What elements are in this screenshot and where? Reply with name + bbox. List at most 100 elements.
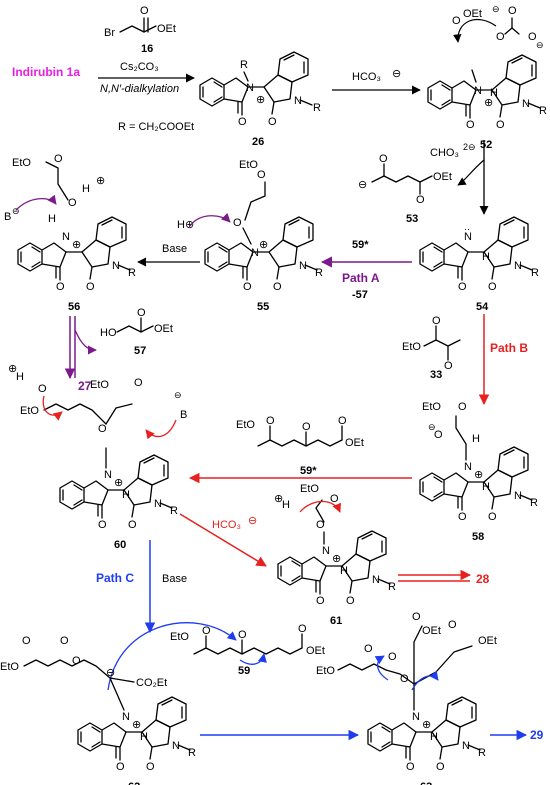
br-label: Br <box>104 27 115 39</box>
curved-arrow-53 <box>457 159 485 186</box>
compound-29-number: 29 <box>530 728 544 742</box>
curved-arrow-55 <box>189 212 231 227</box>
eto-label: EtO <box>0 661 19 673</box>
curved-arrow-56 <box>15 194 57 211</box>
compound-57: HO O OEt 57 <box>100 307 173 357</box>
o-label: O <box>432 315 441 327</box>
curved-arrow-62-59 <box>107 622 237 691</box>
o-label-5: O <box>388 651 397 663</box>
oet-label: OEt <box>345 437 364 449</box>
o-label: O <box>316 595 325 607</box>
compound-57-number: 57 <box>134 345 146 357</box>
o-label-3: O <box>298 623 307 635</box>
path-b-label: Path B <box>490 341 528 355</box>
compound-28-number: 28 <box>476 572 490 586</box>
b-minus: ⊖ <box>174 390 182 400</box>
plus-charge: ⊕ <box>484 97 493 109</box>
o-label-2: O <box>496 31 505 43</box>
o-label-2: O <box>273 281 282 293</box>
h-label-2: H <box>16 371 24 383</box>
compound-61-number: 61 <box>330 615 342 627</box>
plus-charge: ⊕ <box>72 239 81 251</box>
plus-charge: ⊕ <box>259 239 268 251</box>
h-label: H <box>48 213 56 225</box>
compound-53-number: 53 <box>406 213 418 225</box>
bicarbonate-minus: ⊖ <box>392 68 401 80</box>
compound-61: N ⊕ O O N R H O EtO O H ⊕ 61 <box>274 483 396 627</box>
h-plus: ⊕ <box>274 493 283 505</box>
o-label-2: O <box>86 281 95 293</box>
r-label: R <box>478 747 486 759</box>
n-label-2: N <box>522 98 530 110</box>
curved-arrow-60 <box>145 419 177 440</box>
o-label-4: O <box>22 635 31 647</box>
compound-58-number: 58 <box>472 531 484 543</box>
h-plus: ⊕ <box>8 363 17 375</box>
n-label-2: N <box>112 260 120 272</box>
compound-60: N ⊕ O O N R H O EtO O EtO O H ⊕ B ⊖ 60 <box>8 363 187 551</box>
eto-label: EtO <box>12 157 31 169</box>
compound-26: N R O O N R ⊕ 26 <box>199 51 321 148</box>
o-label-2: O <box>268 116 277 128</box>
path-c-label: Path C <box>96 571 134 585</box>
dialkylation-label: N,N′-dialkylation <box>100 83 179 95</box>
charge-2-minus: 2⊖ <box>463 142 476 152</box>
o-label: O <box>508 5 517 17</box>
n-label: N <box>62 231 70 243</box>
eto-label: EtO <box>236 419 255 431</box>
compound-63: N ⊕ O O N R H OEt OEt EtO O O O O O 63 <box>316 611 497 785</box>
carbonate-label: CHO₃ <box>430 147 459 159</box>
oet-label: OEt <box>433 171 452 183</box>
o-label-3: O <box>68 197 77 209</box>
cs2co3-label: Cs₂CO₃ <box>120 61 159 73</box>
o-label-2: O <box>444 360 453 372</box>
o-label-5: O <box>60 635 69 647</box>
compound-55-number: 55 <box>257 301 269 313</box>
h-label: H <box>482 251 490 263</box>
carbonate-attack-arrow <box>453 18 497 43</box>
compound-59-number: 59 <box>238 665 250 677</box>
n-label-2: N <box>154 498 162 510</box>
r-label: R <box>315 267 323 279</box>
compound-56-number: 56 <box>68 301 80 313</box>
plus-charge: ⊕ <box>474 469 483 481</box>
oet-label: OEt <box>306 645 325 657</box>
o-label: O <box>379 153 388 165</box>
b-label: B <box>4 211 11 223</box>
o-label-3: O <box>338 415 347 427</box>
o-label-4: O <box>54 153 63 165</box>
o-label-2: O <box>436 761 445 773</box>
eto-label: EtO <box>402 341 421 353</box>
r-label-2: R <box>313 102 321 114</box>
o-label-2: O <box>416 194 425 206</box>
o-label-2: O <box>496 119 505 131</box>
hco3-red-label: HCO₃ <box>212 519 241 531</box>
oet-label: OEt <box>157 23 176 35</box>
o-label-3: O <box>98 423 107 435</box>
h-label: H <box>490 87 498 99</box>
r-label: R <box>539 105 547 117</box>
n-label-2: N <box>514 490 522 502</box>
eto-label: EtO <box>239 159 258 171</box>
o-label-3: O <box>316 519 325 531</box>
n-label: N <box>464 231 472 243</box>
n-label: N <box>322 545 330 557</box>
o-label: O <box>466 119 475 131</box>
compound-52-number: 52 <box>480 139 492 151</box>
minus-charge: ⊖ <box>358 179 367 191</box>
plus-charge: ⊕ <box>422 719 431 731</box>
r-definition: R = CH₂COOEt <box>118 121 194 133</box>
compound-58: N ⊕ O O N R H H O ⊖ EtO O 58 <box>419 401 538 543</box>
n-label-2: N <box>299 260 307 272</box>
o-label-2: O <box>302 421 311 433</box>
h-label-2: H <box>282 499 290 511</box>
o-label-2: O <box>346 595 355 607</box>
lone-pair: ·· <box>464 224 470 234</box>
o-label: O <box>140 5 149 17</box>
o-label-2: O <box>128 519 137 531</box>
indirubin-label: Indirubin 1a <box>12 65 80 79</box>
eto-label: EtO <box>90 379 109 391</box>
r-label: R <box>188 747 196 759</box>
o-label: O <box>406 761 415 773</box>
